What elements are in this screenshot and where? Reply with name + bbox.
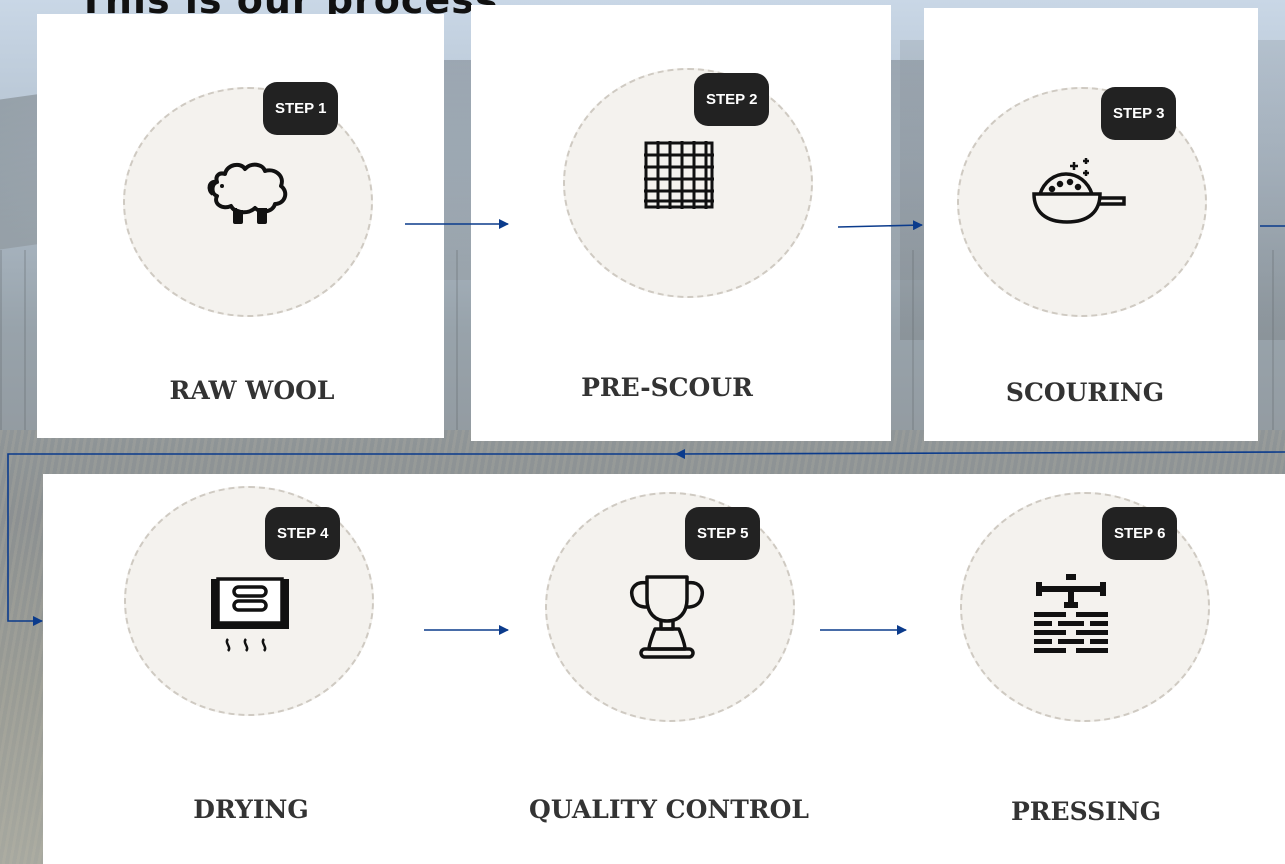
- arrow-step2-to-step3: [837, 220, 923, 231]
- trophy-icon: [625, 573, 709, 661]
- step-title-4: DRYING: [193, 795, 309, 824]
- step-badge-3: STEP 3: [1101, 87, 1177, 140]
- step-badge-6: STEP 6: [1102, 507, 1178, 560]
- step-title-3: SCOURING: [1005, 378, 1165, 407]
- step-title-6: PRESSING: [1010, 797, 1162, 826]
- step-badge-1: STEP 1: [263, 82, 339, 135]
- arrow-row-return: [675, 448, 1285, 459]
- dryer-icon: [208, 575, 292, 655]
- step-badge-5: STEP 5: [685, 507, 761, 560]
- step-title-2: PRE-SCOUR: [581, 373, 753, 402]
- step-circle-2: [563, 68, 813, 298]
- sheep-icon: [203, 160, 293, 226]
- step-circle-6: [960, 492, 1210, 722]
- step-badge-4: STEP 4: [265, 507, 341, 560]
- step-badge-2: STEP 2: [694, 73, 770, 126]
- step-circle-1: [123, 87, 373, 317]
- detergent-scoop-icon: [1030, 156, 1128, 226]
- press-icon: [1030, 572, 1112, 662]
- arrow-connector-down: [7, 453, 676, 626]
- step-title-1: RAW WOOL: [169, 376, 335, 405]
- step-title-5: QUALITY CONTROL: [529, 795, 809, 824]
- woven-fabric-icon: [640, 137, 718, 213]
